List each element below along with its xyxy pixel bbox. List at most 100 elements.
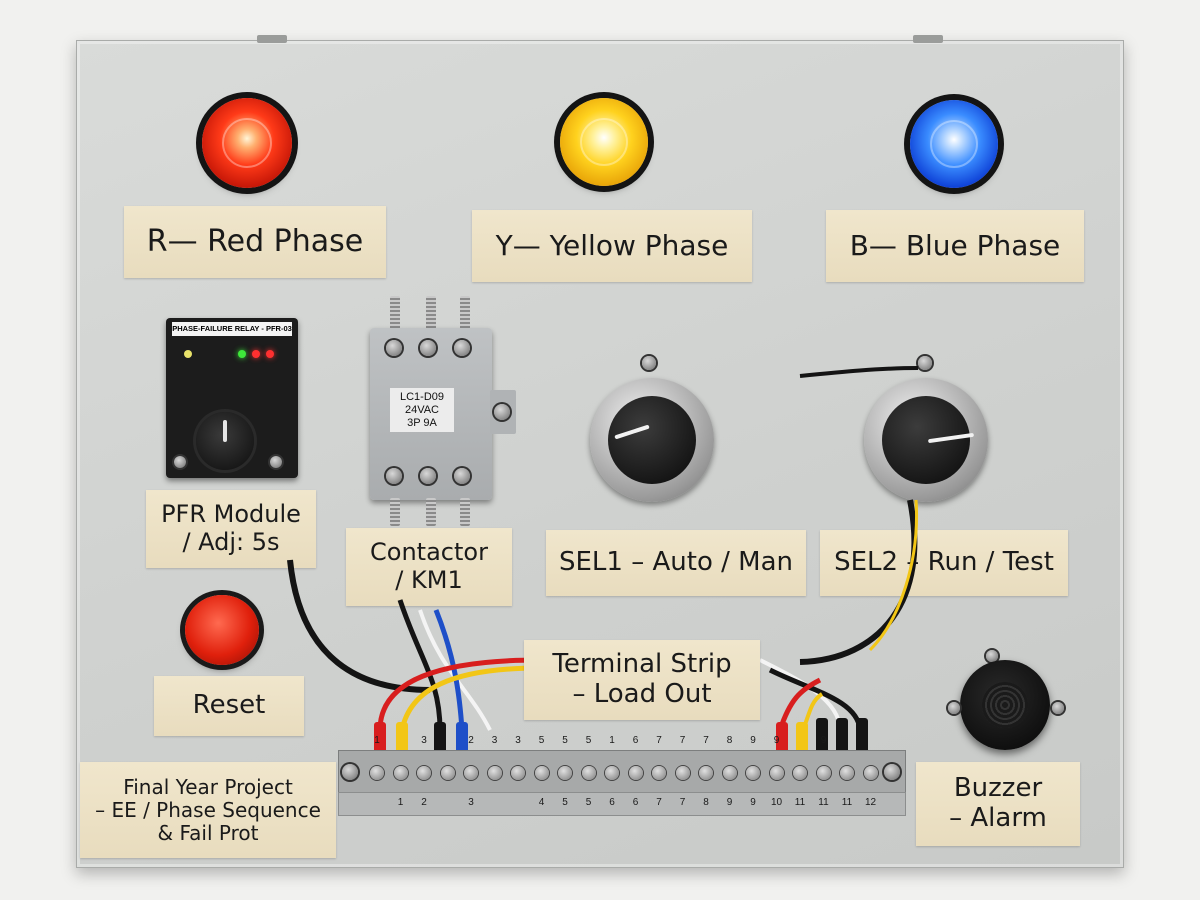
terminal-screw (370, 766, 384, 780)
terminal-number-bottom: 5 (585, 797, 592, 808)
terminal-tag-line2: – Load Out (572, 679, 712, 709)
terminal-number-top: 9 (750, 735, 756, 746)
pfr-adjust-dial[interactable] (196, 412, 254, 470)
terminal-number-bottom: 7 (679, 797, 686, 808)
screw (420, 468, 436, 484)
project-line3: & Fail Prot (157, 820, 259, 845)
terminal-number-top: 6 (632, 735, 639, 746)
terminal-number-bottom: 6 (609, 797, 615, 808)
terminal-number-top: 8 (726, 735, 733, 746)
terminal-tag-line1: Terminal Strip (552, 649, 732, 680)
buzzer-grill (982, 682, 1028, 728)
contactor-stud (426, 498, 436, 526)
screw (642, 356, 656, 370)
terminal-number-top: 1 (374, 735, 380, 746)
terminal-number-top: 3 (515, 735, 521, 746)
sel2-selector-knob[interactable] (882, 396, 970, 484)
terminal-number-top: 9 (820, 735, 827, 746)
terminal-screw (464, 766, 478, 780)
lens-ring (222, 118, 272, 168)
terminal-screw (675, 766, 690, 780)
contactor-tag: Contactor / KM1 (346, 528, 512, 606)
yellow-phase-label: Y— Yellow Phase (472, 210, 752, 282)
screw (494, 404, 510, 420)
buzzer-tag-line1: Buzzer (953, 773, 1043, 804)
terminal-number-top: 3 (421, 735, 427, 746)
terminal-number-top: 7 (703, 735, 709, 746)
terminal-screw (793, 766, 807, 780)
yellow-wire-plug (796, 722, 808, 754)
contactor-plate: LC1-D09 24VAC 3P 9A (390, 388, 454, 432)
buzzer-tag: Buzzer – Alarm (916, 762, 1080, 846)
contactor-stud (390, 498, 400, 526)
buzzer-tag-line2: – Alarm (949, 803, 1047, 833)
lens-ring (930, 120, 978, 168)
black-wire-plug (434, 722, 446, 754)
screw (986, 650, 998, 662)
terminal-number-bottom: 12 (864, 797, 877, 808)
terminal-number-bottom: 8 (703, 797, 709, 808)
terminal-number-top: 3 (491, 735, 498, 746)
terminal-number-bottom: 1 (397, 797, 404, 808)
black-wire-plug (836, 718, 848, 754)
pfr-led-red (266, 350, 274, 358)
project-line1: Final Year Project (123, 774, 293, 799)
sel2-label: SEL2 – Run / Test (834, 547, 1054, 578)
terminal-screw (605, 766, 619, 780)
contactor-tag-line1: Contactor (370, 538, 488, 567)
screw (918, 356, 932, 370)
terminal-number-bottom: 6 (632, 797, 639, 808)
sel1-selector-knob[interactable] (608, 396, 696, 484)
sel2-tag: SEL2 – Run / Test (820, 530, 1068, 596)
terminal-number-bottom: 11 (841, 797, 853, 808)
screw (174, 456, 186, 468)
screw (386, 468, 402, 484)
terminal-number-bottom: 5 (562, 797, 568, 808)
screw (948, 702, 960, 714)
pfr-led-green (238, 350, 246, 358)
terminal-number-bottom: 10 (770, 797, 783, 808)
pfr-tag-line1: PFR Module (161, 500, 301, 529)
terminal-screw (417, 766, 431, 780)
lens-ring (580, 118, 628, 166)
screw (386, 340, 402, 356)
screw (454, 468, 470, 484)
pfr-tag: PFR Module / Adj: 5s (146, 490, 316, 568)
strip-end-screw (342, 764, 358, 780)
terminal-screw (746, 766, 760, 780)
screw (420, 340, 436, 356)
terminal-number-bottom: 7 (656, 797, 662, 808)
red-wire-plug (776, 722, 788, 754)
strip-end-screw (884, 764, 900, 780)
contactor-coil: 24VAC (404, 403, 440, 416)
reset-tag: Reset (154, 676, 304, 736)
terminal-number-bottom: 9 (750, 797, 756, 808)
red-phase-label: R— Red Phase (124, 206, 386, 278)
terminal-number-bottom: 11 (794, 797, 806, 808)
terminal-number-bottom: 3 (468, 797, 474, 808)
pfr-led-yellow (184, 350, 192, 358)
terminal-number-bottom: 4 (538, 797, 545, 808)
terminal-screw (863, 766, 878, 780)
black-wire-plug (816, 718, 828, 754)
screw (1052, 702, 1064, 714)
terminal-screw (393, 766, 408, 780)
pfr-tag-line2: / Adj: 5s (182, 528, 280, 556)
terminal-screw (769, 766, 784, 780)
pfr-led-red (252, 350, 260, 358)
terminal-screw (628, 766, 643, 780)
blue-phase-label: B— Blue Phase (826, 210, 1084, 282)
project-tag: Final Year Project – EE / Phase Sequence… (80, 762, 336, 858)
reset-label: Reset (192, 690, 266, 721)
terminal-screw (722, 766, 737, 780)
terminal-strip-tag: Terminal Strip – Load Out (524, 640, 760, 720)
contactor-tag-line2: / KM1 (395, 566, 463, 594)
reset-button[interactable] (185, 595, 259, 665)
dial-pointer (223, 420, 227, 442)
yellow-wire-plug (396, 722, 408, 754)
hinge (257, 35, 287, 43)
contactor-stud (390, 296, 400, 330)
terminal-number-bottom: 11 (818, 797, 829, 808)
terminal-screw (652, 766, 666, 780)
